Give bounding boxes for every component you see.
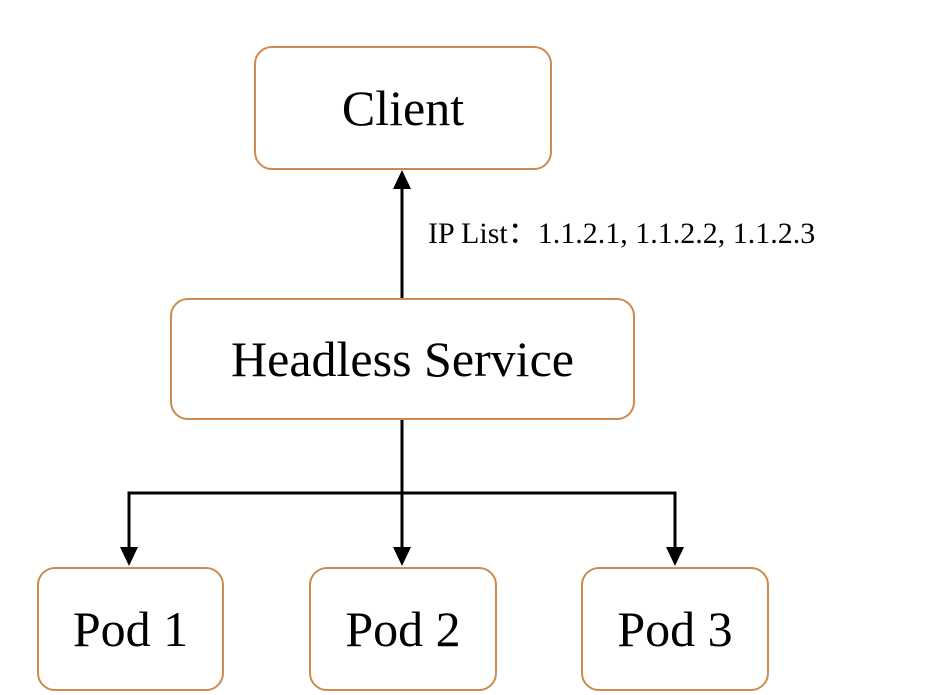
pod-2-label: Pod 2 xyxy=(345,601,461,657)
client-label: Client xyxy=(341,80,465,136)
client-node: Client xyxy=(254,46,552,170)
arrowhead-to-pod3 xyxy=(666,547,684,566)
arrowhead-to-pod1 xyxy=(120,547,138,566)
pod-1-node: Pod 1 xyxy=(37,567,224,691)
arrowhead-to-client xyxy=(393,170,411,189)
pod-3-node: Pod 3 xyxy=(581,567,769,691)
pod-2-node: Pod 2 xyxy=(309,567,497,691)
headless-service-label: Headless Service xyxy=(231,331,574,387)
ip-list-label: IP List：1.1.2.1, 1.1.2.2, 1.1.2.3 xyxy=(428,217,816,250)
headless-service-node: Headless Service xyxy=(170,298,635,420)
pod-3-label: Pod 3 xyxy=(617,601,733,657)
pod-1-label: Pod 1 xyxy=(72,601,189,657)
arrowhead-to-pod2 xyxy=(393,547,411,566)
